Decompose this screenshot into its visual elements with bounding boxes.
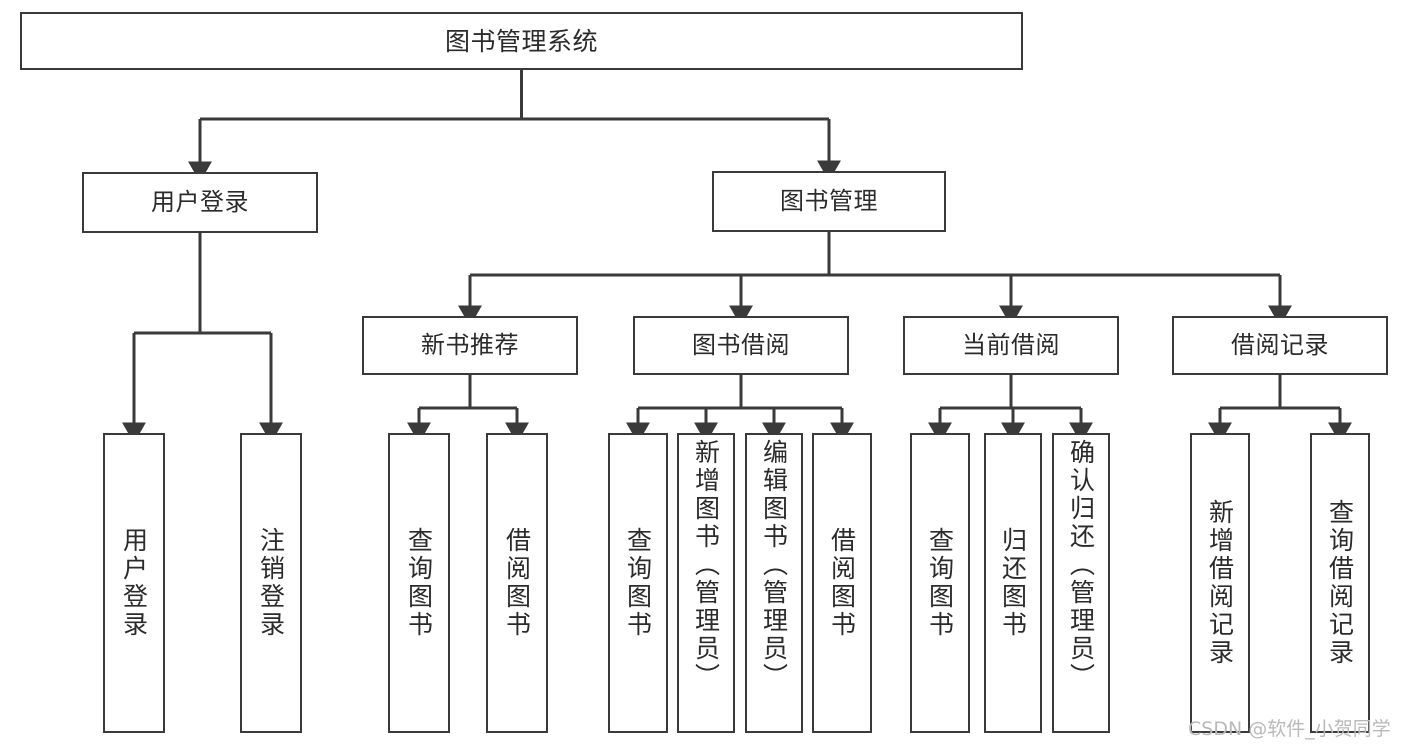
leaf-current-return-book-label: 归还图书: [998, 527, 1028, 639]
leaf-records-query-record-label: 查询借阅记录: [1325, 499, 1355, 667]
leaf-borrow-borrow-book-label: 借阅图书: [827, 527, 857, 639]
leaf-current-confirm-return-admin[interactable]: 确认归还（管理员）: [1052, 433, 1110, 733]
leaf-borrow-query-book-label: 查询图书: [623, 527, 653, 639]
leaf-newbook-borrow-book[interactable]: 借阅图书: [486, 433, 548, 733]
leaf-borrow-add-book-admin[interactable]: 新增图书（管理员）: [677, 433, 735, 733]
node-book-borrow[interactable]: 图书借阅: [633, 316, 849, 375]
leaf-borrow-edit-book-admin-label: 编辑图书（管理员）: [759, 439, 789, 691]
leaf-current-query-book-label: 查询图书: [925, 527, 955, 639]
leaf-user-login-label: 用户登录: [119, 527, 149, 639]
node-book-management[interactable]: 图书管理: [712, 171, 946, 232]
leaf-newbook-query-book[interactable]: 查询图书: [388, 433, 450, 733]
leaf-records-query-record[interactable]: 查询借阅记录: [1310, 433, 1370, 733]
csdn-watermark: CSDN @软件_小贺同学: [1188, 718, 1391, 740]
node-borrow-records-label: 借阅记录: [1231, 330, 1329, 359]
leaf-user-logout[interactable]: 注销登录: [240, 433, 302, 733]
node-root[interactable]: 图书管理系统: [20, 12, 1023, 70]
leaf-borrow-add-book-admin-label: 新增图书（管理员）: [691, 439, 721, 691]
leaf-current-query-book[interactable]: 查询图书: [910, 433, 970, 733]
leaf-records-add-record-label: 新增借阅记录: [1205, 499, 1235, 667]
leaf-user-login[interactable]: 用户登录: [103, 433, 165, 733]
node-book-management-label: 图书管理: [780, 186, 878, 215]
leaf-newbook-borrow-book-label: 借阅图书: [502, 527, 532, 639]
node-current-borrow[interactable]: 当前借阅: [903, 316, 1119, 375]
leaf-records-add-record[interactable]: 新增借阅记录: [1190, 433, 1250, 733]
leaf-borrow-edit-book-admin[interactable]: 编辑图书（管理员）: [745, 433, 803, 733]
node-borrow-records[interactable]: 借阅记录: [1172, 316, 1388, 375]
leaf-current-return-book[interactable]: 归还图书: [984, 433, 1042, 733]
leaf-borrow-borrow-book[interactable]: 借阅图书: [812, 433, 872, 733]
node-root-label: 图书管理系统: [444, 26, 598, 56]
leaf-borrow-query-book[interactable]: 查询图书: [608, 433, 668, 733]
node-current-borrow-label: 当前借阅: [962, 330, 1060, 359]
leaf-user-logout-label: 注销登录: [256, 527, 286, 639]
leaf-current-confirm-return-admin-label: 确认归还（管理员）: [1066, 439, 1096, 691]
tree-edges: [122, 70, 1352, 444]
node-new-book-recommend[interactable]: 新书推荐: [362, 316, 578, 375]
node-new-book-recommend-label: 新书推荐: [421, 330, 519, 359]
node-user-login-label: 用户登录: [151, 187, 249, 216]
node-book-borrow-label: 图书借阅: [692, 330, 790, 359]
node-user-login[interactable]: 用户登录: [82, 172, 318, 233]
leaf-newbook-query-book-label: 查询图书: [404, 527, 434, 639]
